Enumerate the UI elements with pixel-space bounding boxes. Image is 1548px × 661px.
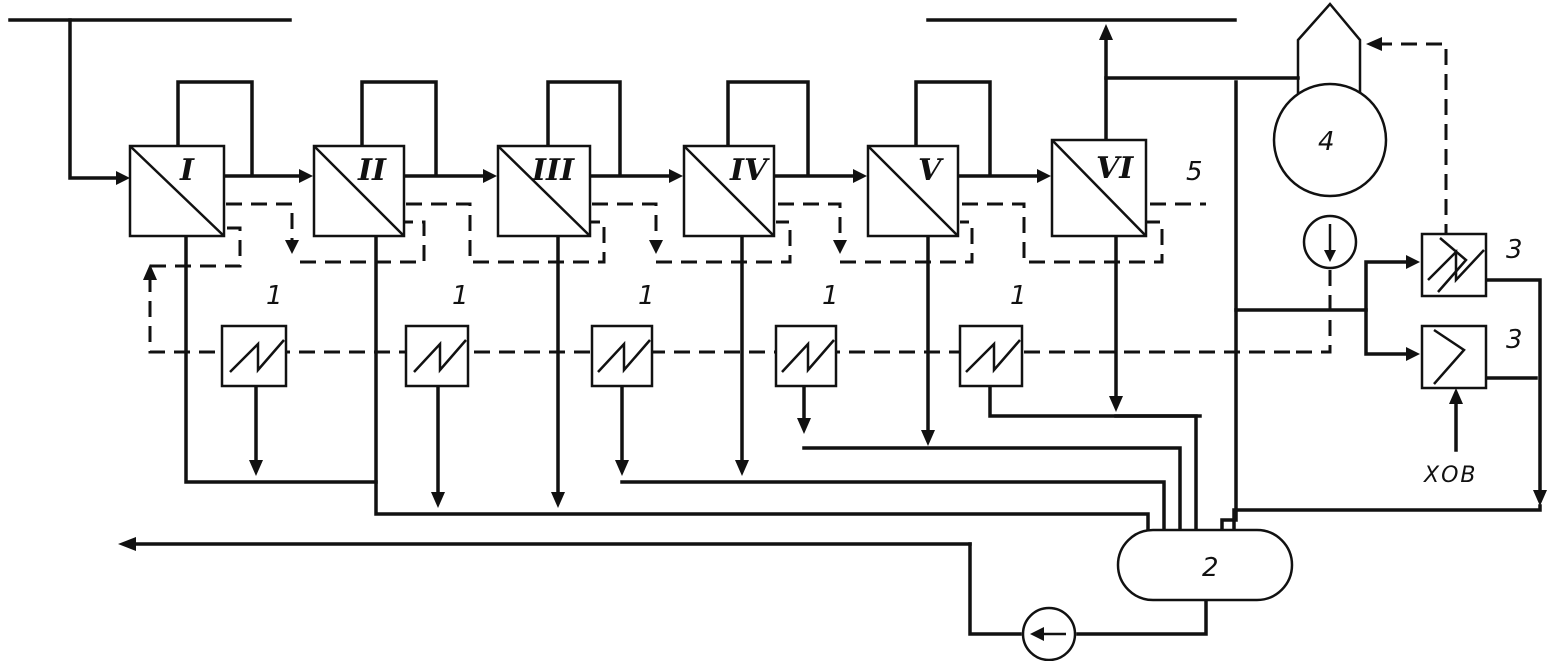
cooler-3-top: 3 <box>1420 232 1523 298</box>
evaporator-I-label: I <box>179 153 195 188</box>
evaporator-V-label: V <box>918 153 944 188</box>
heater-1c: 1 <box>590 281 655 388</box>
cold-water-label: ХОВ <box>1423 463 1477 488</box>
heater-1a-label: 1 <box>266 281 283 311</box>
evaporator-II-label: II <box>357 153 387 188</box>
heater-1e-label: 1 <box>1010 281 1027 311</box>
cooler-3-bottom: 3 <box>1420 324 1523 390</box>
evaporator-VI-label: VI <box>1096 151 1134 186</box>
heater-1e: 1 <box>958 281 1027 388</box>
heater-1a: 1 <box>220 281 288 388</box>
evaporator-III: III <box>496 144 592 238</box>
evaporator-drains <box>184 234 1150 532</box>
tank-2-label: 2 <box>1202 553 1219 583</box>
product-pump-icon <box>1021 606 1077 661</box>
liquid-transfer-lines <box>222 169 1051 183</box>
heater-1d: 1 <box>774 281 839 388</box>
cooler-3-top-label: 3 <box>1506 235 1523 265</box>
tank-2: 2 <box>1116 528 1294 602</box>
heater-1b-label: 1 <box>452 281 469 311</box>
cooler-3-bottom-label: 3 <box>1506 325 1523 355</box>
vapor-loops <box>176 80 992 177</box>
boiler-4-label: 4 <box>1318 127 1335 157</box>
heater-1d-label: 1 <box>822 281 839 311</box>
heating-water-lines <box>143 37 1448 354</box>
evaporator-I: I <box>128 144 226 238</box>
evaporator-III-label: III <box>531 153 575 188</box>
line-5-label: 5 <box>1186 157 1203 187</box>
heater-condensate-lines <box>249 384 1202 532</box>
heater-1c-label: 1 <box>638 281 655 311</box>
evaporator-II: II <box>312 144 406 238</box>
main-feed-line <box>8 18 292 185</box>
evaporator-IV: IV <box>682 144 776 238</box>
evaporator-IV-label: IV <box>729 153 770 188</box>
product-outlet-line <box>118 537 1208 636</box>
top-outlet-line <box>926 18 1300 142</box>
boiler-4: 4 <box>1272 2 1388 270</box>
evaporator-VI: VI <box>1050 138 1148 238</box>
heater-1b: 1 <box>404 281 470 388</box>
evaporator-V: V <box>866 144 960 238</box>
